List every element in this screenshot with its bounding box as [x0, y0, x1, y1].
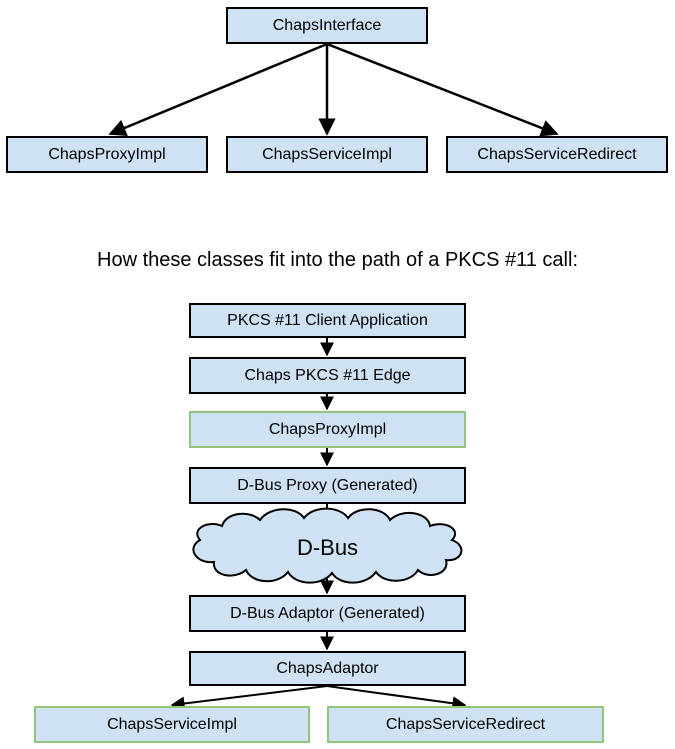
- flow-pkcs11-edge-box: Chaps PKCS #11 Edge: [189, 357, 466, 394]
- branch-service-redirect-box: ChapsServiceRedirect: [327, 706, 604, 743]
- arrow-root-to-proxyimpl: [108, 42, 328, 137]
- flow-step-label: Chaps PKCS #11 Edge: [244, 366, 411, 384]
- chaps-service-redirect-label: ChapsServiceRedirect: [477, 145, 637, 163]
- flow-dbus-adaptor-box: D-Bus Adaptor (Generated): [189, 595, 466, 632]
- chaps-proxy-impl-box: ChapsProxyImpl: [6, 136, 208, 173]
- flow-step-label: ChapsAdaptor: [276, 659, 379, 677]
- flow-dbus-proxy-box: D-Bus Proxy (Generated): [189, 467, 466, 504]
- flow-proxy-impl-box: ChapsProxyImpl: [189, 411, 466, 448]
- chaps-interface-box: ChapsInterface: [226, 7, 428, 44]
- arrow-root-to-redirect: [326, 42, 559, 137]
- chaps-proxy-impl-label: ChapsProxyImpl: [48, 145, 166, 163]
- chaps-service-impl-label: ChapsServiceImpl: [262, 145, 392, 163]
- arrow-branch-left: [170, 685, 328, 711]
- chaps-interface-label: ChapsInterface: [272, 16, 382, 34]
- flow-step-label: D-Bus Proxy (Generated): [237, 476, 418, 494]
- flow-client-application-box: PKCS #11 Client Application: [189, 303, 466, 338]
- branch-label: ChapsServiceImpl: [107, 715, 237, 733]
- arrow-branch-right: [326, 685, 467, 711]
- flow-step-label: D-Bus Adaptor (Generated): [230, 604, 425, 622]
- branch-label: ChapsServiceRedirect: [385, 715, 546, 733]
- dbus-cloud-shape: [192, 507, 463, 584]
- diagram-caption: How these classes fit into the path of a…: [97, 249, 578, 271]
- flow-step-label: PKCS #11 Client Application: [227, 311, 428, 329]
- branch-service-impl-box: ChapsServiceImpl: [34, 706, 310, 743]
- flow-chaps-adaptor-box: ChapsAdaptor: [189, 651, 466, 686]
- chaps-service-redirect-box: ChapsServiceRedirect: [446, 136, 668, 173]
- dbus-cloud-label: D-Bus: [296, 535, 359, 560]
- chaps-service-impl-box: ChapsServiceImpl: [226, 136, 428, 173]
- flow-step-label: ChapsProxyImpl: [268, 420, 387, 438]
